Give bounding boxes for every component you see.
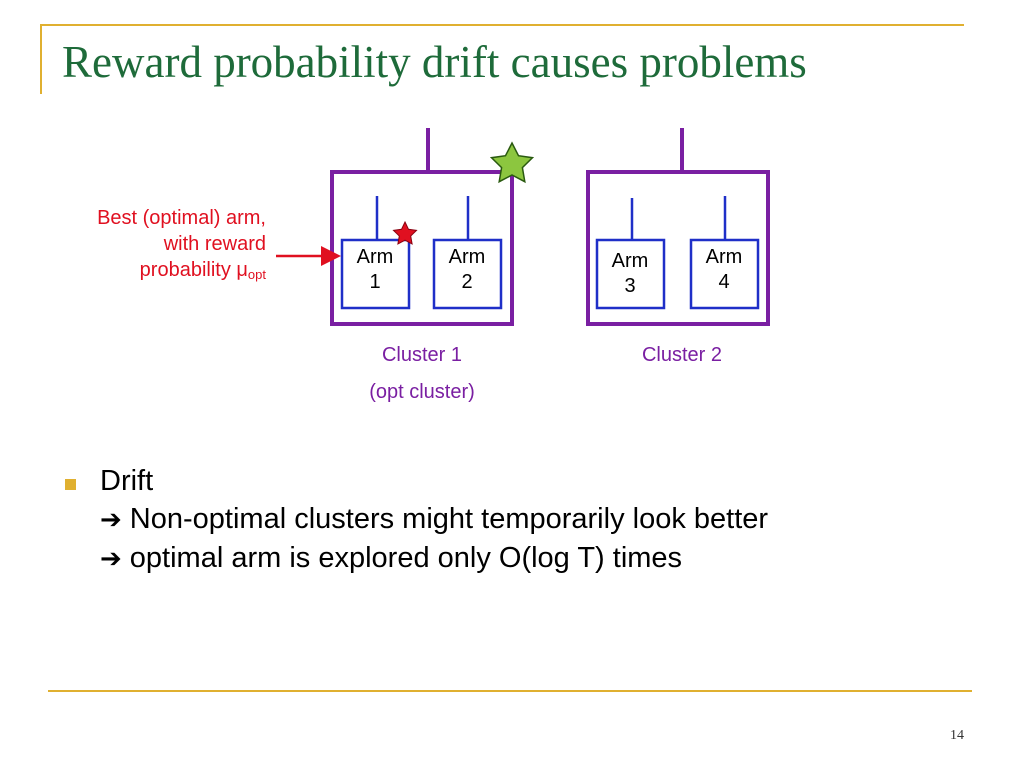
right-arrow-icon: ➔	[100, 543, 122, 574]
bullet-square-icon	[65, 479, 76, 490]
left-rule	[40, 24, 42, 94]
bottom-rule	[48, 690, 972, 692]
arm-2-box	[432, 238, 503, 310]
bullet-heading: Drift	[100, 465, 154, 497]
cluster-2-box	[586, 170, 770, 326]
arm-3-label: Arm 3	[611, 250, 649, 297]
page-number: 14	[950, 728, 964, 743]
mu-subscript: opt	[247, 267, 266, 282]
top-rule	[40, 24, 964, 26]
right-arrow-icon: ➔	[100, 505, 122, 536]
cluster-1-sublabel: (opt cluster)	[369, 381, 475, 403]
bullet-line-2: ➔optimal arm is explored only O(log T) t…	[100, 539, 940, 577]
cluster-2-name: Cluster 2	[641, 344, 723, 366]
cluster-1-label: Cluster 1 (opt cluster)	[322, 343, 522, 404]
slide-title: Reward probability drift causes problems	[62, 37, 807, 87]
red-star-icon	[392, 220, 418, 245]
arm-1-box	[340, 238, 411, 310]
optimal-arm-annotation: Best (optimal) arm, with reward probabil…	[97, 207, 266, 282]
cluster-1	[330, 128, 514, 326]
bullet-list: Drift ➔Non-optimal clusters might tempor…	[60, 462, 940, 577]
arm-1-label: Arm 1	[356, 246, 394, 293]
cluster-diagram	[276, 128, 770, 326]
cluster-1-name: Cluster 1	[381, 344, 463, 366]
cluster-2	[586, 128, 770, 326]
arm-4-box	[689, 238, 760, 310]
bullet-line-1: ➔Non-optimal clusters might temporarily …	[100, 500, 940, 538]
arm-2-label: Arm 2	[448, 246, 486, 293]
cluster-2-label: Cluster 2	[582, 343, 782, 367]
arm-4-label: Arm 4	[705, 246, 743, 293]
bullet-drift: Drift ➔Non-optimal clusters might tempor…	[60, 462, 940, 577]
arm-3-box	[595, 238, 666, 310]
green-star-icon	[489, 141, 535, 184]
